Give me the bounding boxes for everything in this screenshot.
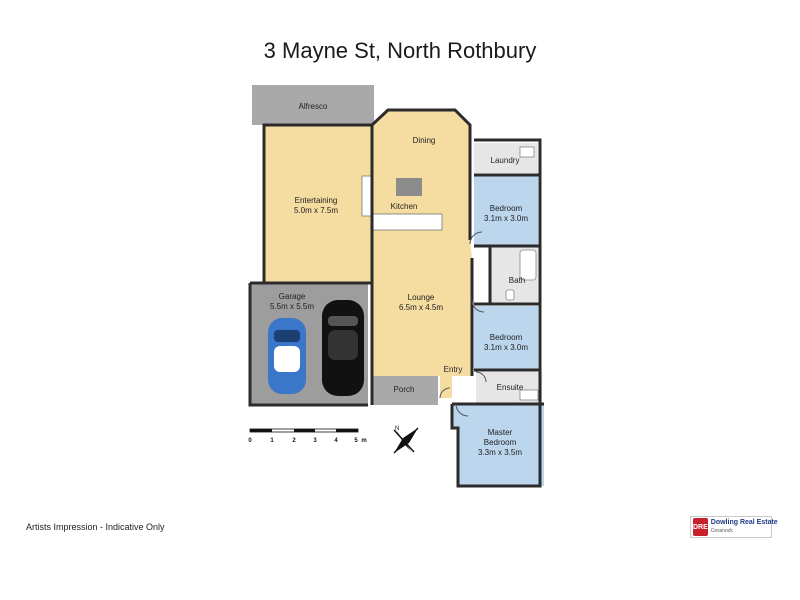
ensuite-vanity (519, 389, 539, 401)
master-label-2: Bedroom (484, 438, 517, 447)
agency-branch: Cessnock (710, 528, 733, 534)
kitchen-island (396, 178, 422, 196)
entertaining-size: 5.0m x 7.5m (294, 206, 338, 215)
master-label: Master (488, 428, 513, 437)
garage-size: 5.5m x 5.5m (270, 302, 314, 311)
master-bedroom (452, 404, 544, 486)
entry-floor (440, 376, 452, 398)
porch-area (372, 376, 438, 405)
disclaimer-text: Artists Impression - Indicative Only (26, 522, 165, 532)
lounge-size: 6.5m x 4.5m (399, 303, 443, 312)
scale-tick-3: 3 (313, 438, 317, 444)
bedroom-2 (474, 306, 538, 370)
dining-label: Dining (413, 136, 436, 145)
lounge-label: Lounge (408, 293, 435, 302)
entertaining-room (264, 125, 372, 283)
scale-unit: m (361, 438, 366, 444)
kitchen-label: Kitchen (391, 202, 418, 211)
bedroom-1 (474, 176, 538, 246)
agency-name: Dowling Real Estate (710, 519, 778, 526)
bedroom-2-label: Bedroom (490, 333, 523, 342)
walls (248, 108, 544, 488)
kitchen-bench (371, 213, 443, 231)
entry-label: Entry (444, 365, 463, 374)
compass-icon: N (393, 426, 419, 454)
bedroom-1-size: 3.1m x 3.0m (484, 214, 528, 223)
scale-tick-4: 4 (334, 438, 338, 444)
scale-tick-2: 2 (292, 438, 296, 444)
alfresco-label: Alfresco (299, 102, 328, 111)
bedroom-1-label: Bedroom (490, 204, 523, 213)
master-size: 3.3m x 3.5m (478, 448, 522, 457)
door-swings (439, 231, 487, 417)
scale-bar: 0 1 2 3 4 5 m (248, 428, 367, 444)
bath-label: Bath (509, 276, 525, 285)
scale-tick-0: 0 (248, 438, 252, 444)
car-black (322, 300, 364, 396)
agency-logo-mark: DRE (693, 518, 708, 536)
porch-label: Porch (394, 385, 415, 394)
plan-title: 3 Mayne St, North Rothbury (263, 38, 537, 63)
laundry-tub (519, 146, 535, 158)
compass-north-label: N (395, 426, 399, 432)
ensuite-label: Ensuite (497, 383, 524, 392)
scale-tick-1: 1 (270, 438, 274, 444)
bedroom-2-size: 3.1m x 3.0m (484, 343, 528, 352)
garage-label: Garage (279, 292, 306, 301)
alfresco-area (252, 85, 374, 125)
agency-logo[interactable]: DRE Dowling Real Estate Cessnock (690, 516, 778, 538)
entertaining-label: Entertaining (295, 196, 338, 205)
toilet (505, 289, 515, 301)
bathtub (519, 249, 537, 281)
scale-tick-5: 5 (354, 438, 358, 444)
dining-kitchen-lounge (372, 110, 472, 398)
car-blue (268, 318, 306, 394)
agency-logo-text: Dowling Real Estate Cessnock (711, 519, 778, 535)
laundry-label: Laundry (491, 156, 520, 165)
